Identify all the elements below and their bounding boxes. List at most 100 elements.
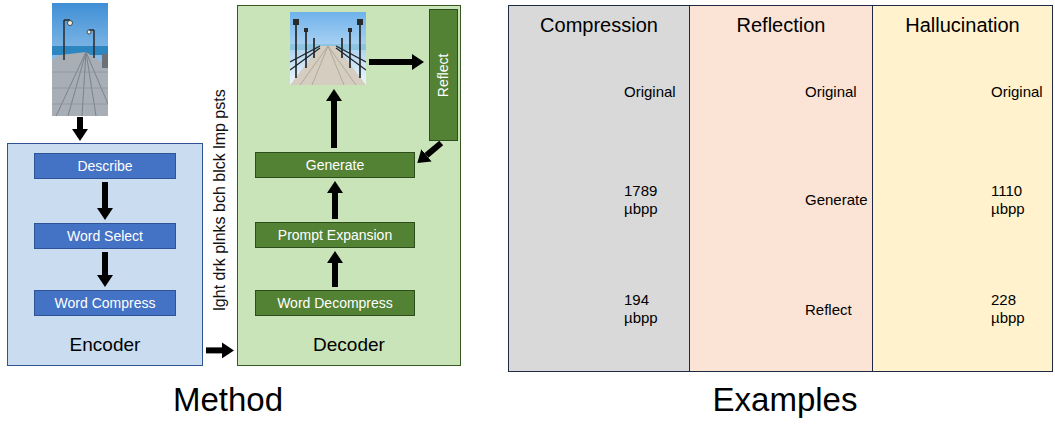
illustration-shape xyxy=(290,46,366,70)
illustration-shape xyxy=(893,262,985,354)
vertical-process-box: Reflect xyxy=(429,9,458,141)
illustration-shape xyxy=(935,302,945,315)
illustration-shape xyxy=(740,194,763,214)
flow-arrow xyxy=(77,117,83,129)
process-box: Word Decompress xyxy=(255,290,415,316)
image-caption: Original xyxy=(991,83,1043,101)
illustration-shape xyxy=(718,86,791,114)
caption-text: Generate xyxy=(805,191,857,209)
caption-text: 1110 µbpp xyxy=(991,182,1043,218)
flow-arrow xyxy=(332,263,338,287)
caption-text: 194 µbpp xyxy=(624,291,676,327)
process-box: Prompt Expansion xyxy=(255,222,415,248)
illustration-shape xyxy=(64,20,94,60)
illustration-shape xyxy=(525,222,618,245)
illustration-shape xyxy=(893,300,985,310)
illustration-shape xyxy=(296,24,360,78)
illustration-shape xyxy=(540,192,549,201)
image-caption: 228 µbpp xyxy=(991,291,1043,327)
illustration-shape xyxy=(290,12,366,85)
caption-text: Original xyxy=(624,83,676,101)
caption-text: Reflect xyxy=(805,301,852,319)
box-label: Word Decompress xyxy=(277,295,393,312)
grinder-photo xyxy=(893,262,985,354)
illustration-shape xyxy=(728,300,786,334)
illustration-shape xyxy=(52,72,108,104)
illustration-shape xyxy=(913,158,965,244)
illustration-shape xyxy=(538,188,550,194)
interior-photo xyxy=(525,262,618,355)
illustration-shape xyxy=(293,19,299,25)
illustration-shape xyxy=(897,272,985,354)
illustration-shape xyxy=(545,92,561,114)
flow-arrow xyxy=(102,252,108,275)
illustration-shape xyxy=(102,54,108,68)
illustration-shape xyxy=(304,28,308,32)
group-label: Decoder xyxy=(313,334,385,357)
bridge-photo xyxy=(893,152,985,244)
illustration-shape xyxy=(52,3,108,116)
flow-arrow xyxy=(426,143,441,155)
section-heading-text: Method xyxy=(173,380,283,420)
illustration-shape xyxy=(290,46,366,85)
process-box: Word Compress xyxy=(34,290,176,316)
box-label: Generate xyxy=(306,157,364,174)
illustration-shape xyxy=(893,44,985,136)
box-label: Word Select xyxy=(67,228,143,245)
section-heading: Examples xyxy=(713,380,858,420)
illustration-shape xyxy=(716,172,790,230)
illustration-shape xyxy=(56,52,108,116)
boat-photo xyxy=(705,44,798,137)
illustration-shape xyxy=(548,82,558,92)
illustration-shape xyxy=(541,110,565,118)
illustration-shape xyxy=(525,44,618,137)
illustration-shape xyxy=(525,112,618,137)
box-label: Describe xyxy=(77,158,132,175)
illustration-shape xyxy=(590,57,600,67)
section-heading: Method xyxy=(173,380,283,420)
illustration-shape xyxy=(708,60,796,128)
illustration-shape xyxy=(300,46,356,85)
panel-title: Reflection xyxy=(737,13,826,37)
flow-arrow xyxy=(332,193,338,219)
caption-text: 1789 µbpp xyxy=(624,182,676,218)
caption-text: Original xyxy=(991,83,1043,101)
illustration-shape xyxy=(570,93,580,103)
illustration-shape xyxy=(584,332,618,355)
illustration-shape xyxy=(893,44,985,110)
illustration-shape xyxy=(525,152,618,245)
illustration-shape xyxy=(731,295,778,318)
illustration-shape xyxy=(893,152,985,244)
illustration-shape xyxy=(719,106,791,118)
illustration-shape xyxy=(925,310,955,318)
illustration-shape xyxy=(52,52,108,116)
illustration-shape xyxy=(594,314,610,330)
illustration-shape xyxy=(552,172,594,222)
illustration-shape xyxy=(726,290,784,322)
process-box: Describe xyxy=(34,153,176,179)
process-box: Word Select xyxy=(34,223,176,249)
process-box: Generate xyxy=(255,152,415,178)
illustration-shape xyxy=(570,57,580,67)
boardwalk-photo xyxy=(52,3,108,116)
example-panel: Hallucination xyxy=(872,5,1053,372)
box-label: Word Compress xyxy=(55,295,156,312)
flow-arrow xyxy=(206,347,222,353)
illustration-shape xyxy=(705,262,798,355)
illustration-shape xyxy=(542,318,580,332)
illustration-shape xyxy=(723,178,782,224)
flow-arrow xyxy=(102,182,108,208)
compressed-words: lght drk plnks bch blck lmp psts xyxy=(210,89,229,310)
illustration-shape xyxy=(923,58,955,136)
illustration-shape xyxy=(590,75,600,85)
flow-arrow xyxy=(331,101,337,148)
boat-photo xyxy=(705,152,798,245)
box-label: Prompt Expansion xyxy=(278,227,392,244)
image-caption: Original xyxy=(624,83,676,101)
interior-photo xyxy=(525,152,618,245)
illustration-shape xyxy=(87,30,91,34)
illustration-shape xyxy=(552,171,594,222)
illustration-shape xyxy=(930,329,950,337)
illustration-shape xyxy=(547,79,560,86)
